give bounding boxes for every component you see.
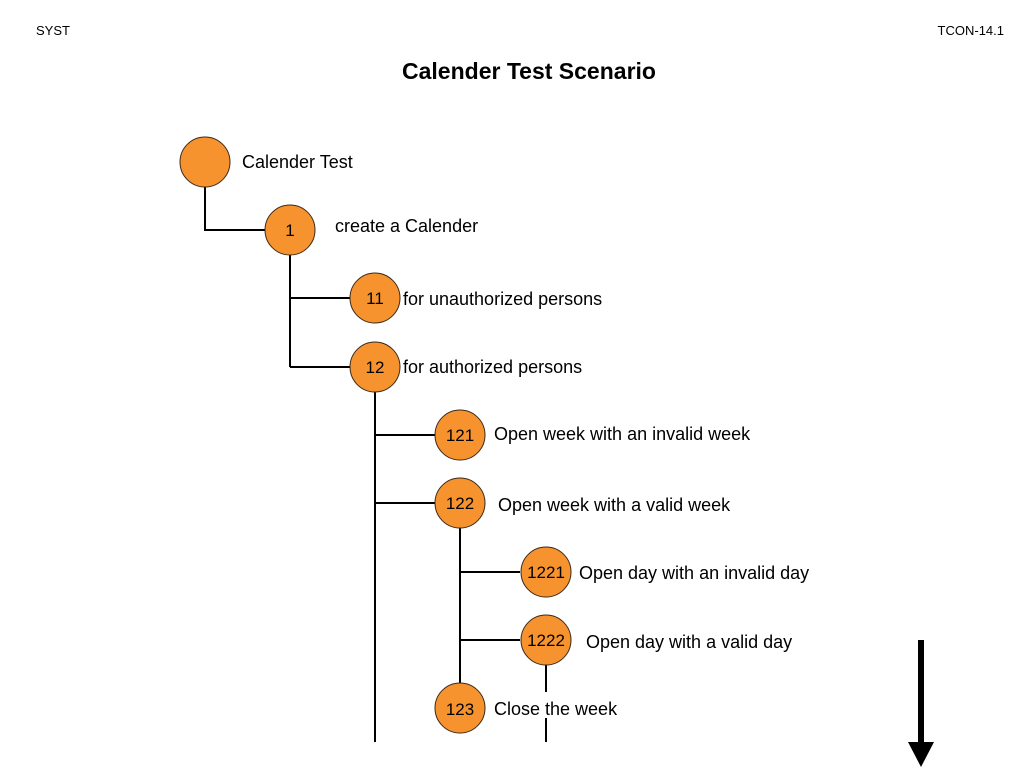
- tree-node-1222: 1222 Open day with a valid day: [520, 614, 792, 666]
- node-label: for unauthorized persons: [403, 289, 602, 309]
- tree-node-11: 11 for unauthorized persons: [349, 272, 602, 324]
- header-left-label: SYST: [36, 23, 70, 38]
- node-circle: [179, 136, 231, 188]
- node-circle: [264, 204, 316, 256]
- tree-node-122: 122 Open week with a valid week: [434, 477, 731, 529]
- tree-node-1: 1 create a Calender: [264, 204, 478, 256]
- node-label: Calender Test: [242, 152, 353, 172]
- node-number: 1221: [527, 563, 565, 582]
- down-arrow-icon: [908, 640, 934, 767]
- node-circle: [434, 409, 486, 461]
- node-circle: [520, 546, 572, 598]
- node-label: Open week with an invalid week: [494, 424, 751, 444]
- node-number: 12: [366, 358, 385, 377]
- tree-node-root: Calender Test: [179, 136, 353, 188]
- node-circle: [349, 272, 401, 324]
- node-label: Close the week: [494, 699, 618, 719]
- node-number: 11: [366, 289, 384, 308]
- tree-node-121: 121 Open week with an invalid week: [434, 409, 751, 461]
- node-number: 122: [446, 494, 474, 513]
- node-number: 1: [285, 221, 294, 240]
- tree-node-12: 12 for authorized persons: [349, 341, 582, 393]
- node-number: 123: [446, 700, 474, 719]
- tree-node-1221: 1221 Open day with an invalid day: [520, 546, 809, 598]
- node-circle: [434, 682, 486, 734]
- tree-connectors: [204, 187, 547, 742]
- node-number: 121: [446, 426, 474, 445]
- edge-root-1: [204, 187, 265, 231]
- node-number: 1222: [527, 631, 565, 650]
- page-title: Calender Test Scenario: [402, 58, 656, 84]
- node-label: Open day with a valid day: [586, 632, 792, 652]
- node-label: for authorized persons: [403, 357, 582, 377]
- node-label: Open week with a valid week: [498, 495, 731, 515]
- tree-node-123: 123 Close the week: [434, 682, 618, 734]
- node-circle: [520, 614, 572, 666]
- node-circle: [434, 477, 486, 529]
- node-label: create a Calender: [335, 216, 478, 236]
- node-circle: [349, 341, 401, 393]
- node-label: Open day with an invalid day: [579, 563, 809, 583]
- header-right-label: TCON-14.1: [937, 23, 1004, 38]
